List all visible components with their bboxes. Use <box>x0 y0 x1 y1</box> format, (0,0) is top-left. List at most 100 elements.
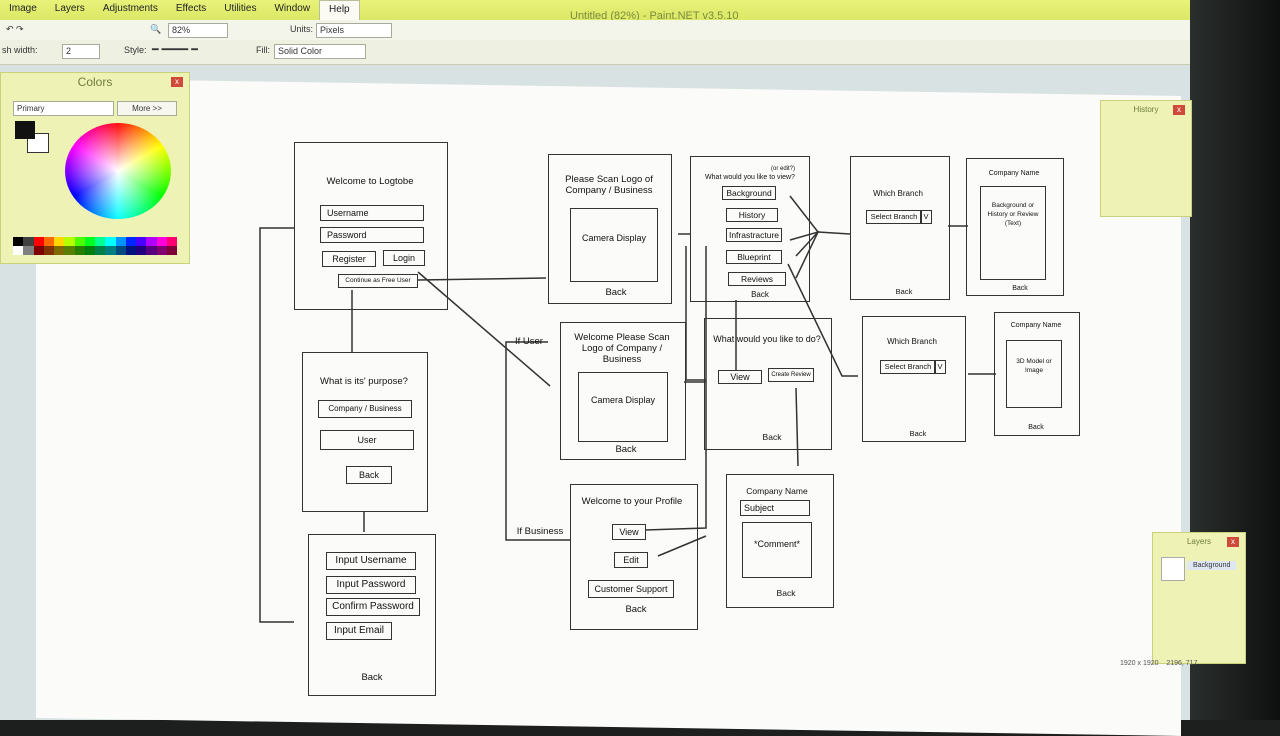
profile-back-button[interactable]: Back <box>625 604 647 615</box>
scan-screen <box>548 154 672 304</box>
branch2-back-button[interactable]: Back <box>909 429 927 438</box>
menu-window[interactable]: Window <box>274 3 311 14</box>
welcome-scan-back-button[interactable]: Back <box>615 444 637 455</box>
company1-title: Company Name <box>988 170 1040 177</box>
branch2-select[interactable]: Select Branch <box>880 360 936 374</box>
review-company-name: Company Name <box>746 486 808 496</box>
tool-options-bar: sh width: 2 Style: ━ ━━━━ ━ Fill: Solid … <box>0 40 1190 65</box>
todo-title: What would you like to do? <box>713 334 821 344</box>
branch-screen-1 <box>850 156 950 300</box>
free-user-button[interactable]: Continue as Free User <box>338 274 418 288</box>
branch1-select[interactable]: Select Branch <box>866 210 922 224</box>
color-wheel[interactable] <box>65 123 171 219</box>
history-button[interactable]: History <box>726 208 778 222</box>
window-title: Untitled (82%) - Paint.NET v3.5.10 <box>570 10 739 22</box>
login-screen <box>294 142 448 310</box>
branch2-chevron-down-icon[interactable]: V <box>934 360 946 374</box>
profile-view-button[interactable]: View <box>612 524 646 540</box>
menu-adjustments[interactable]: Adjustments <box>102 3 158 14</box>
branch-screen-2 <box>862 316 966 442</box>
colors-panel-title: Colors <box>77 75 113 89</box>
menu-layers[interactable]: Layers <box>54 3 85 14</box>
branch1-back-button[interactable]: Back <box>895 287 913 296</box>
background-button[interactable]: Background <box>722 186 776 200</box>
company-screen-1 <box>966 158 1064 296</box>
company-screen-2 <box>994 312 1080 436</box>
company2-title: Company Name <box>1010 322 1062 329</box>
welcome-scan-title: Welcome Please Scan Logo of Company / Bu… <box>574 332 670 365</box>
undo-icon[interactable]: ↶ ↷ <box>6 24 24 34</box>
line-style-icon[interactable]: ━ ━━━━ ━ <box>152 44 198 56</box>
company2-back-button[interactable]: Back <box>1028 424 1044 431</box>
scan-back-button[interactable]: Back <box>605 287 627 298</box>
subject-field[interactable]: Subject <box>740 500 810 516</box>
todo-screen <box>704 318 832 450</box>
units-label: Units: <box>290 24 314 34</box>
cursor-coords: 2196, 717 <box>1166 660 1198 667</box>
todo-back-button[interactable]: Back <box>762 432 782 442</box>
units-select[interactable]: Pixels <box>316 23 392 38</box>
password-field[interactable]: Password <box>320 227 424 243</box>
company1-content: Background or History or Review (Text) <box>980 186 1046 280</box>
camera-display: Camera Display <box>570 208 658 282</box>
if-user-label: If User <box>515 336 543 347</box>
review-back-button[interactable]: Back <box>776 588 796 598</box>
register-back-button[interactable]: Back <box>361 672 383 683</box>
welcome-camera-display: Camera Display <box>578 372 668 442</box>
layer-background[interactable]: Background <box>1187 561 1237 570</box>
view-menu-screen <box>690 156 810 302</box>
menu-utilities[interactable]: Utilities <box>224 3 257 14</box>
input-email-field[interactable]: Input Email <box>326 622 392 640</box>
history-panel-title: History <box>1133 105 1159 114</box>
if-business-label: If Business <box>516 526 564 537</box>
branch1-chevron-down-icon[interactable]: V <box>920 210 932 224</box>
username-field[interactable]: Username <box>320 205 424 221</box>
zoom-icon[interactable]: 🔍 <box>150 24 162 34</box>
user-button[interactable]: User <box>320 430 414 450</box>
more-button[interactable]: More >> <box>117 101 177 116</box>
main-toolbar: ↶ ↷ 🔍 82% Units: Pixels <box>0 20 1190 41</box>
input-password-field[interactable]: Input Password <box>326 576 416 594</box>
infrastructure-button[interactable]: Infrastracture <box>726 228 782 242</box>
scan-title: Please Scan Logo of Company / Business <box>565 174 653 196</box>
purpose-screen <box>302 352 428 512</box>
input-username-field[interactable]: Input Username <box>326 552 416 570</box>
layers-panel: Layers x Background <box>1152 532 1246 664</box>
colors-panel: Colors x Primary More >> <box>0 72 190 264</box>
color-palette[interactable] <box>13 237 177 255</box>
zoom-select[interactable]: 82% <box>168 23 228 38</box>
customer-support-button[interactable]: Customer Support <box>588 580 674 598</box>
menu-image[interactable]: Image <box>9 3 37 14</box>
reviews-button[interactable]: Reviews <box>728 272 786 286</box>
create-review-button[interactable]: Create Review <box>768 368 814 382</box>
history-close-icon[interactable]: x <box>1173 105 1185 115</box>
register-button[interactable]: Register <box>322 251 376 267</box>
layers-panel-title: Layers <box>1186 537 1211 546</box>
fill-select[interactable]: Solid Color <box>274 44 366 59</box>
branch1-title: Which Branch <box>873 189 923 198</box>
comment-field[interactable]: *Comment* <box>742 522 812 578</box>
company1-back-button[interactable]: Back <box>1012 285 1028 292</box>
register-screen <box>308 534 436 696</box>
review-form-screen <box>726 474 834 608</box>
close-icon[interactable]: x <box>171 77 183 87</box>
confirm-password-field[interactable]: Confirm Password <box>326 598 420 616</box>
purpose-title: What is its' purpose? <box>320 376 408 387</box>
view-menu-back-button[interactable]: Back <box>751 290 769 299</box>
menu-effects[interactable]: Effects <box>175 3 207 14</box>
layer-thumbnail[interactable] <box>1161 557 1185 581</box>
fill-label: Fill: <box>256 45 270 55</box>
profile-edit-button[interactable]: Edit <box>614 552 648 568</box>
blueprint-button[interactable]: Blueprint <box>726 250 782 264</box>
login-button[interactable]: Login <box>383 250 425 266</box>
layers-close-icon[interactable]: x <box>1227 537 1239 547</box>
primary-color-swatch[interactable] <box>15 121 35 139</box>
todo-view-button[interactable]: View <box>718 370 762 384</box>
status-bar: 1920 x 1920 2196, 717 <box>1120 660 1240 680</box>
image-size: 1920 x 1920 <box>1120 660 1159 667</box>
brush-width-label: sh width: <box>2 45 38 55</box>
primary-select[interactable]: Primary <box>13 101 114 116</box>
purpose-back-button[interactable]: Back <box>346 466 392 484</box>
company-business-button[interactable]: Company / Business <box>318 400 412 418</box>
brush-width-select[interactable]: 2 <box>62 44 100 59</box>
